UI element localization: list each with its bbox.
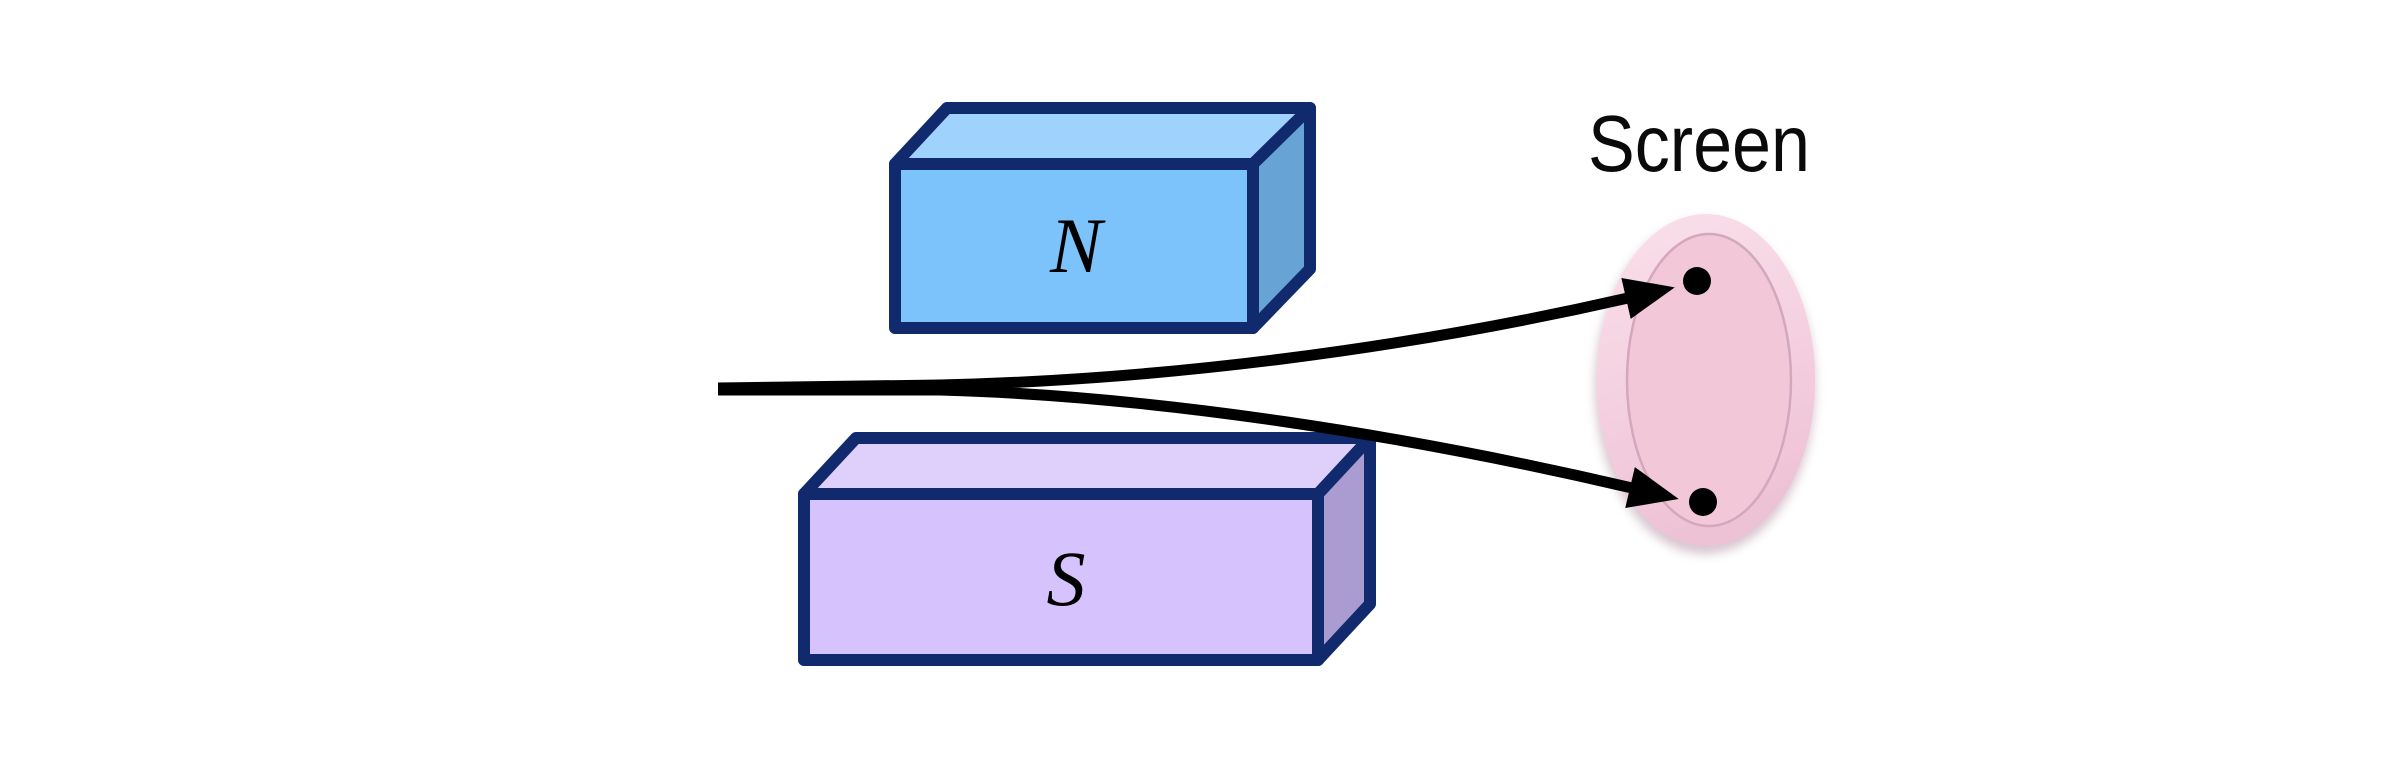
impact-dot-lower [1689,488,1717,516]
magnet-south [798,432,1376,666]
impact-dots [1683,267,1717,516]
magnet-south-label: S [1047,535,1086,622]
magnet-north-front-face [889,158,1259,334]
magnet-south-front-face [798,488,1324,666]
beam-lower-branch [718,384,1679,508]
magnet-north-label: N [1049,202,1106,289]
particle-beam [717,277,1679,508]
magnet-north-top-face [889,102,1316,170]
magnet-south-top-face [798,432,1376,500]
impact-dot-upper [1683,267,1711,295]
magnet-north [889,102,1316,334]
screen-label: Screen [1588,99,1810,188]
beam-upper-branch [717,277,1675,394]
